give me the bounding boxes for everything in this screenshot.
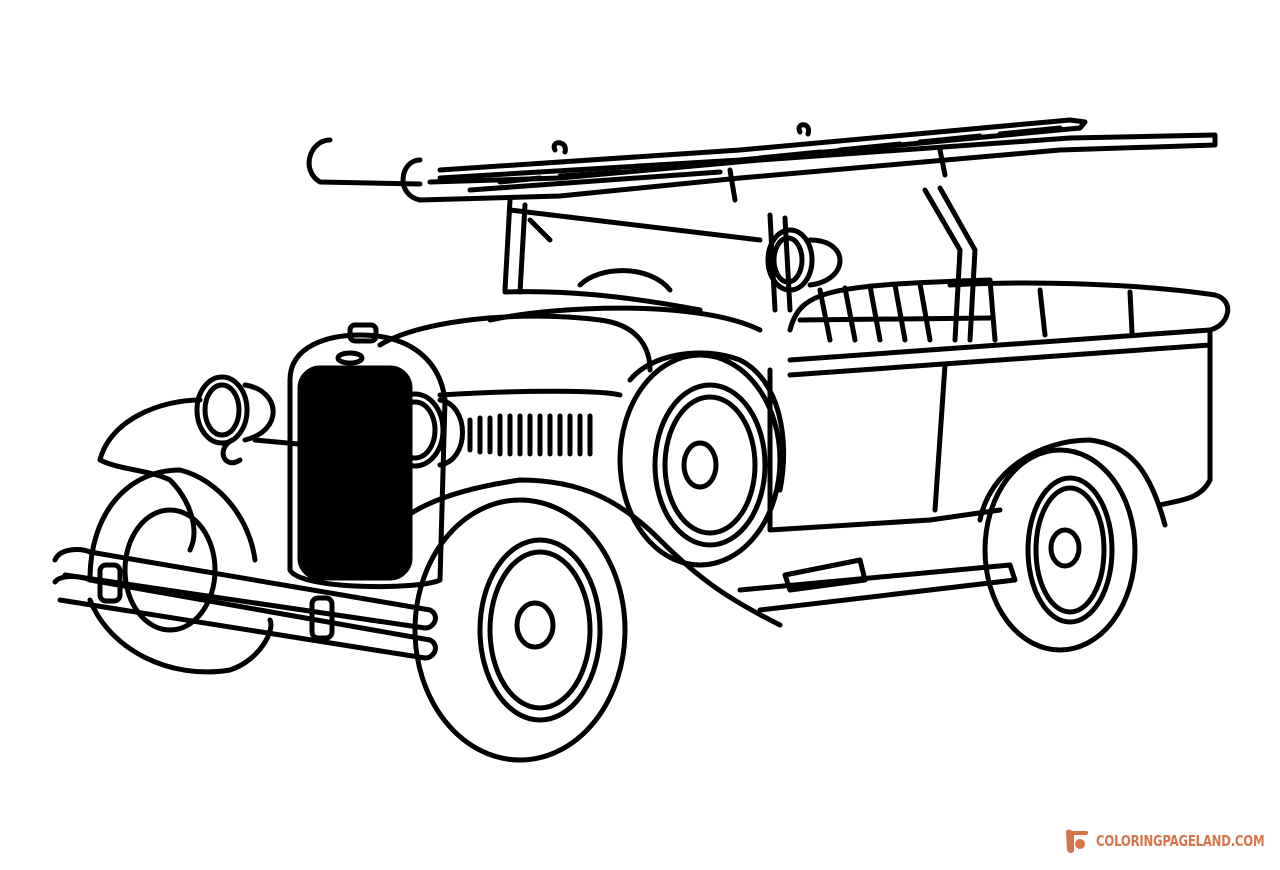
- spotlight: [765, 227, 843, 293]
- scroll-paint-icon: [1066, 829, 1089, 853]
- headlight-left: [194, 374, 276, 465]
- wheel-rear: [982, 447, 1138, 653]
- watermark-text: COLORINGPAGELAND.COM: [1096, 832, 1265, 850]
- headlight-bar: [252, 437, 388, 455]
- watermark: COLORINGPAGELAND.COM: [1062, 826, 1280, 856]
- hose-coil: [787, 277, 998, 343]
- headlight-right: [384, 391, 465, 469]
- wheel-front-left: [87, 467, 274, 675]
- running-board: [737, 557, 1018, 613]
- front-bumper: [52, 547, 438, 661]
- fenders: [97, 350, 1168, 628]
- wheel-mid: [617, 352, 783, 568]
- ladder: [306, 117, 1218, 203]
- radiator-grille: [287, 322, 448, 590]
- hood: [377, 305, 1003, 533]
- truck-bed: [787, 280, 1231, 513]
- wheel-front-right: [412, 497, 628, 763]
